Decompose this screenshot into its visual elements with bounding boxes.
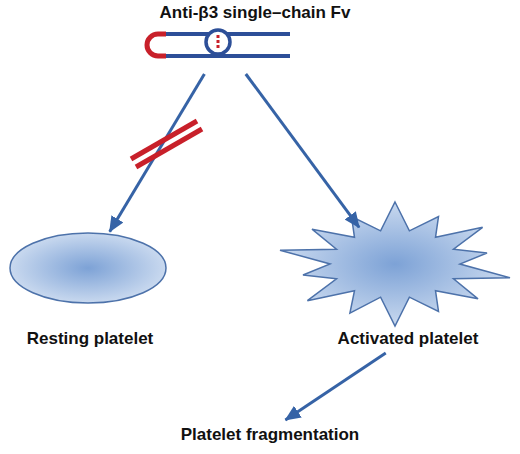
antibody-loop xyxy=(206,30,230,54)
resting-platelet: Resting platelet xyxy=(8,228,172,353)
activated-platelet: Activated platelet xyxy=(272,196,514,353)
node-label: Platelet fragmentation xyxy=(160,424,380,446)
block-bar xyxy=(131,121,197,159)
node-label: Resting platelet xyxy=(8,328,172,350)
antibody-fragment: Anti-β3 single–chain Fv xyxy=(140,2,370,74)
flow-arrow xyxy=(110,74,205,232)
flow-arrow xyxy=(246,74,359,227)
platelet-star xyxy=(280,202,510,326)
node-label: Anti-β3 single–chain Fv xyxy=(140,2,370,24)
flow-arrow xyxy=(285,353,385,420)
antibody-linker xyxy=(147,34,166,56)
node-label: Activated platelet xyxy=(302,328,514,350)
outcome-label: Platelet fragmentation xyxy=(160,420,380,450)
platelet-ellipse xyxy=(10,233,166,303)
disulfide-bond xyxy=(217,35,220,50)
block-bar xyxy=(136,129,202,167)
